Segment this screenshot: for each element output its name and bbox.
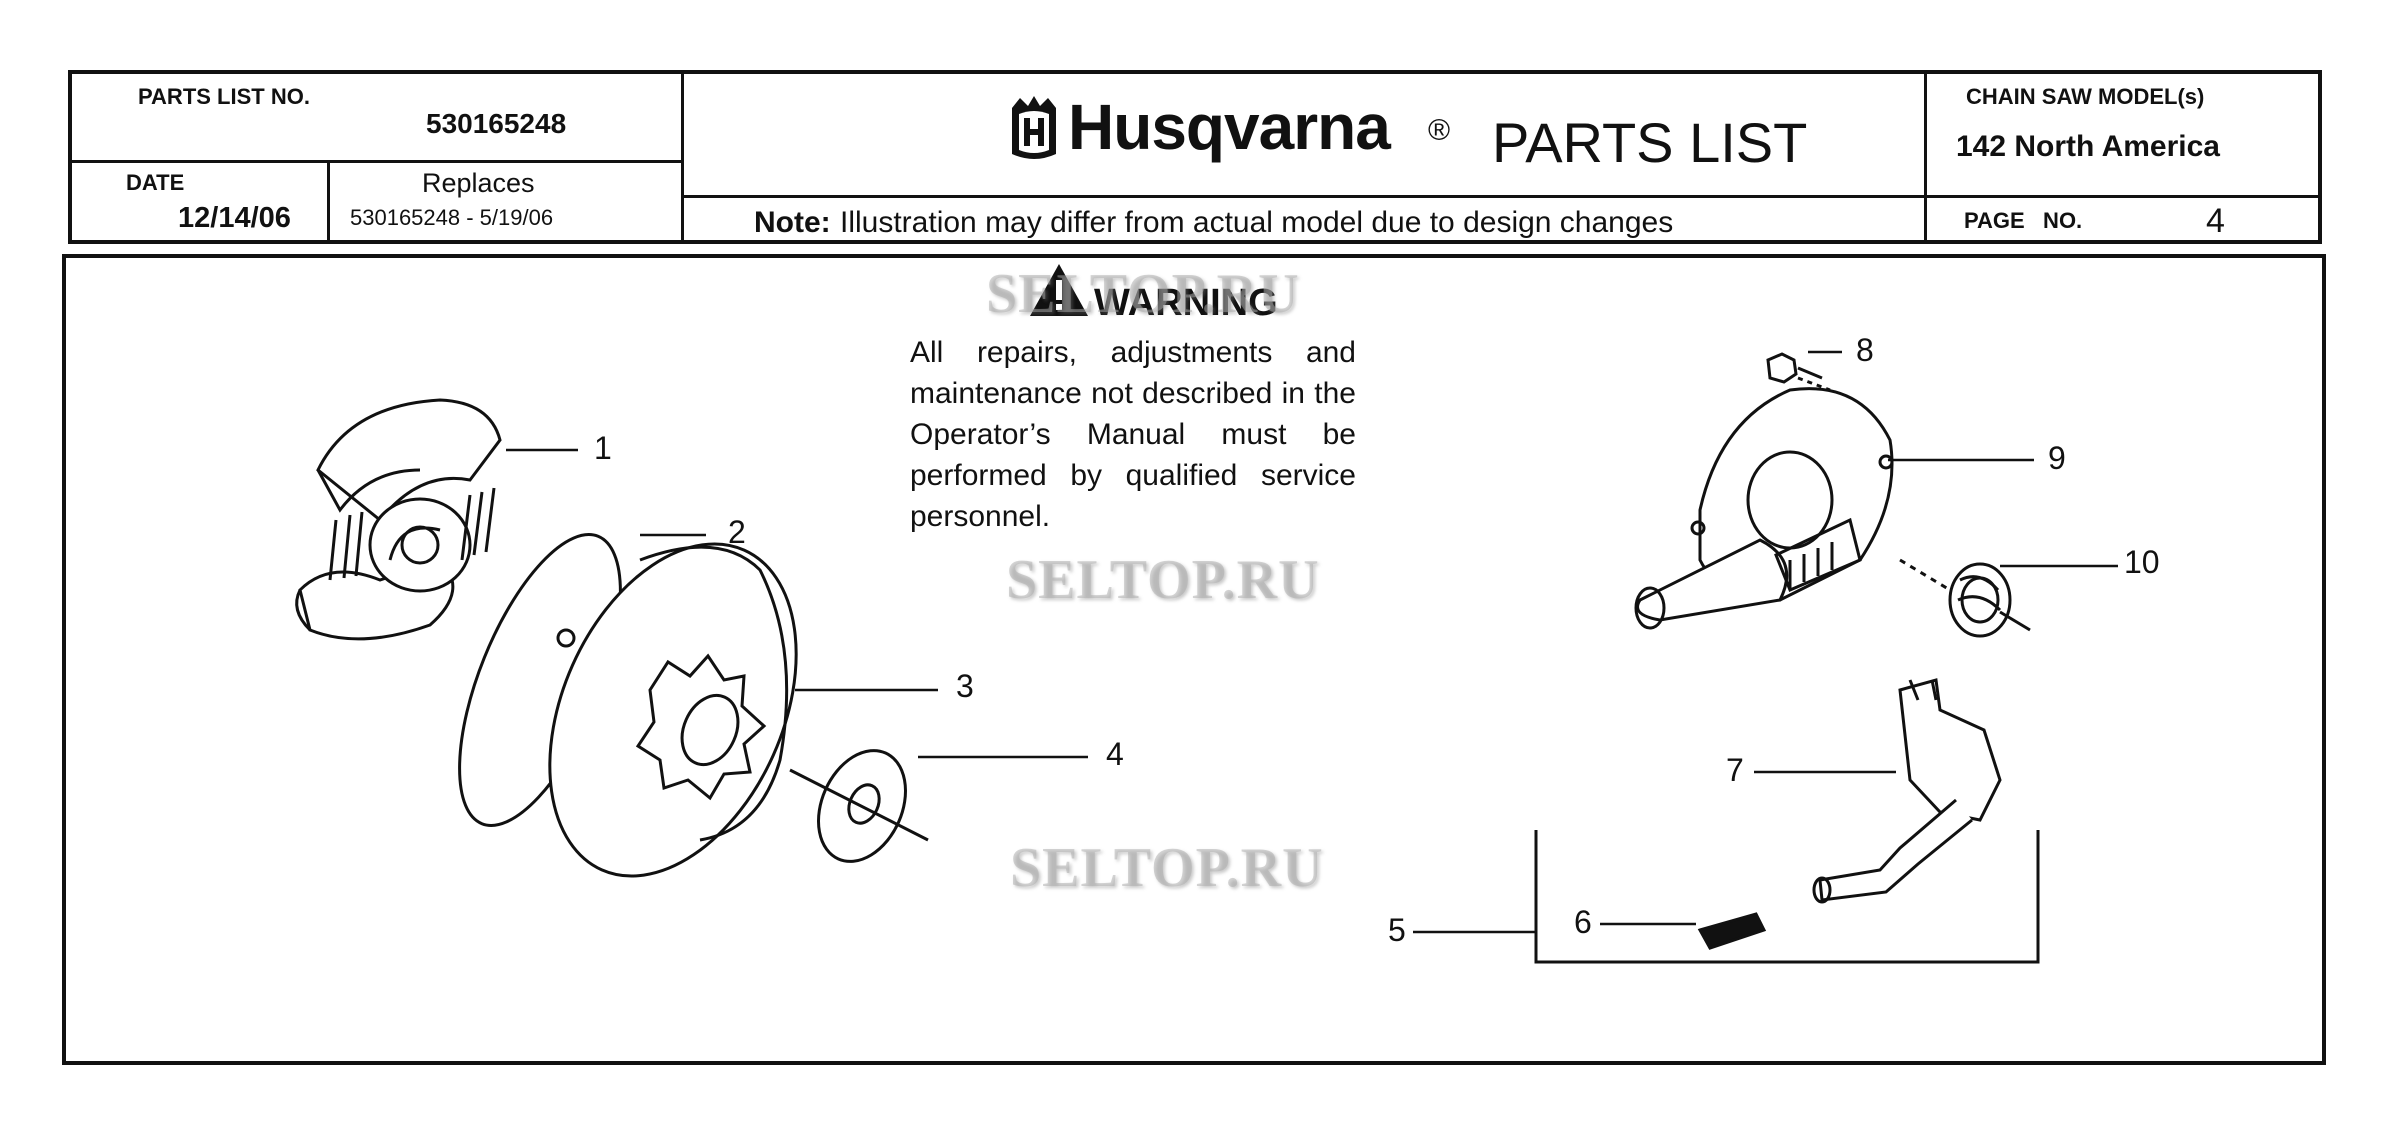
- page-no-value: 4: [2206, 202, 2225, 240]
- warning-text: All repairs, adjustments and maintenance…: [910, 336, 1356, 533]
- page-title: PARTS LIST: [1492, 111, 1808, 174]
- callout-label: 4: [1106, 736, 1124, 772]
- group-bracket: [1534, 830, 2040, 964]
- watermark: SELTOP.RU: [1006, 549, 1320, 611]
- callout-label: 9: [2048, 440, 2066, 476]
- registered-mark: ®: [1428, 114, 1451, 147]
- callout-label: 2: [728, 514, 746, 550]
- clutch-drum-part: [548, 542, 798, 878]
- watermark: SELTOP.RU: [1010, 837, 1324, 899]
- husqvarna-crown-h-icon: [1012, 96, 1056, 159]
- brand-name: Husqvarna: [1068, 91, 1391, 163]
- date-value: 12/14/06: [178, 202, 291, 234]
- date-label: DATE: [126, 170, 185, 195]
- callout-label: 5: [1388, 912, 1406, 948]
- screw-part: [1766, 352, 1831, 392]
- illustration-panel: [62, 254, 2326, 1065]
- model-label: CHAIN SAW MODEL(s): [1966, 84, 2205, 109]
- washer-part: [789, 749, 929, 863]
- parts-list-no-value: 530165248: [426, 108, 567, 139]
- worm-gear-part: [1899, 558, 2031, 638]
- replaces-value: 530165248 - 5/19/06: [350, 205, 554, 230]
- model-value: 142 North America: [1956, 130, 2220, 163]
- clutch-assembly-part: [295, 398, 502, 641]
- header-table: PARTS LIST NO. 530165248 DATE 12/14/06 R…: [68, 70, 2322, 244]
- note-label: Note:: [754, 206, 831, 239]
- callout-label: 3: [956, 668, 974, 704]
- warning-title: WARNING: [1094, 282, 1278, 324]
- divider: [327, 162, 330, 244]
- replaces-label: Replaces: [422, 168, 535, 198]
- oil-pump-part: [1634, 387, 1894, 630]
- divider: [1924, 74, 1927, 244]
- oil-hose-part: [1812, 678, 2002, 904]
- divider: [72, 160, 681, 163]
- watermark: SELTOP.RU: [986, 263, 1300, 325]
- strainer-part: [1697, 912, 1767, 950]
- divider: [1924, 195, 2322, 198]
- leader-lines: [506, 350, 2118, 934]
- warning-triangle-icon: [1030, 264, 1088, 316]
- page-no-label: PAGE NO.: [1964, 208, 2083, 233]
- callout-label: 10: [2124, 544, 2160, 580]
- parts-list-no-label: PARTS LIST NO.: [138, 84, 310, 109]
- note-text: Illustration may differ from actual mode…: [840, 206, 1674, 239]
- callout-label: 8: [1856, 332, 1874, 368]
- divider: [681, 195, 2322, 198]
- callout-label: 1: [594, 430, 612, 466]
- callout-label: 6: [1574, 904, 1592, 940]
- divider: [681, 74, 684, 244]
- callout-label: 7: [1726, 752, 1744, 788]
